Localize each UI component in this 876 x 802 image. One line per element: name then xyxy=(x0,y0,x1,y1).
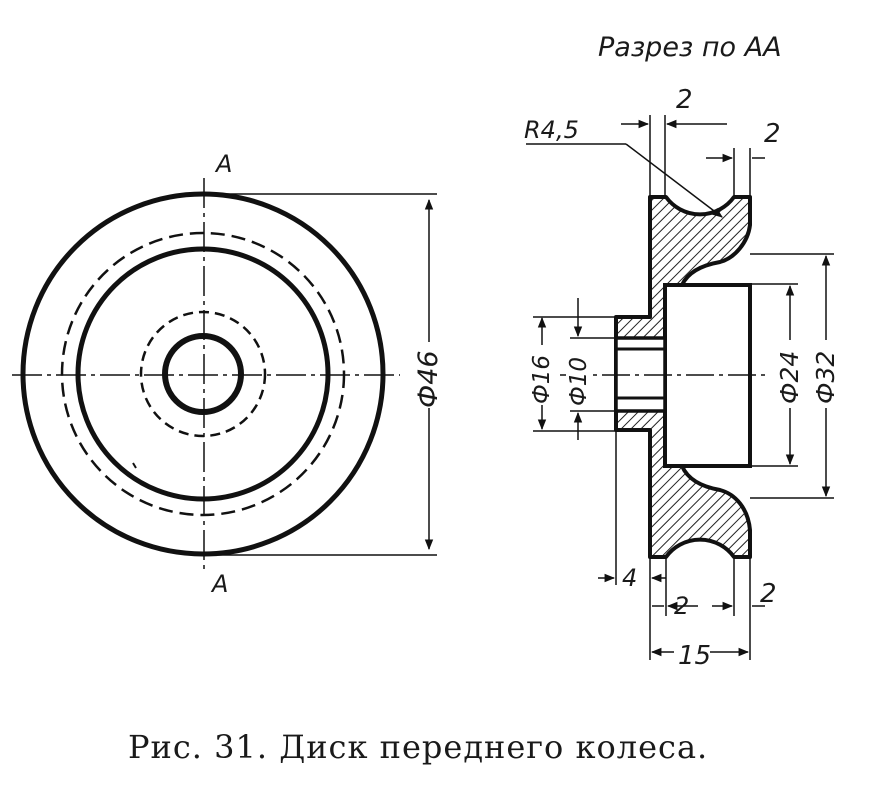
hub-diameter-label: Ф16 xyxy=(529,355,555,404)
rim-circle xyxy=(75,246,331,502)
bottom-right-label: 2 xyxy=(760,579,777,609)
bore-diameter-label: Ф10 xyxy=(566,357,592,406)
hub-width-label: 4 xyxy=(622,564,637,592)
figure-caption: Рис. 31. Диск переднего колеса. xyxy=(128,728,709,766)
rim-diameter-label: Ф32 xyxy=(811,351,840,404)
flange-top-right-label: 2 xyxy=(764,119,781,149)
bore-circle xyxy=(162,333,244,415)
outer-circle xyxy=(20,191,386,557)
hub-dashed-circle xyxy=(139,310,267,438)
section-view xyxy=(560,195,770,559)
rim-dashed-circle xyxy=(60,231,346,517)
groove-radius-label: R4,5 xyxy=(524,116,579,144)
bottom-left-label: 2 xyxy=(674,592,689,620)
outer-diameter-label: Ф46 xyxy=(413,350,444,408)
flange-top-label: 2 xyxy=(676,85,693,115)
section-title: Разрез по АА xyxy=(598,32,782,63)
section-dimensions xyxy=(526,115,834,660)
stray-mark xyxy=(132,462,137,469)
section-mark-bottom: А xyxy=(210,570,228,598)
front-view xyxy=(12,178,437,570)
total-width-label: 15 xyxy=(678,641,711,671)
inner-rim-diameter-label: Ф24 xyxy=(775,351,804,404)
section-mark-top: А xyxy=(214,150,232,178)
